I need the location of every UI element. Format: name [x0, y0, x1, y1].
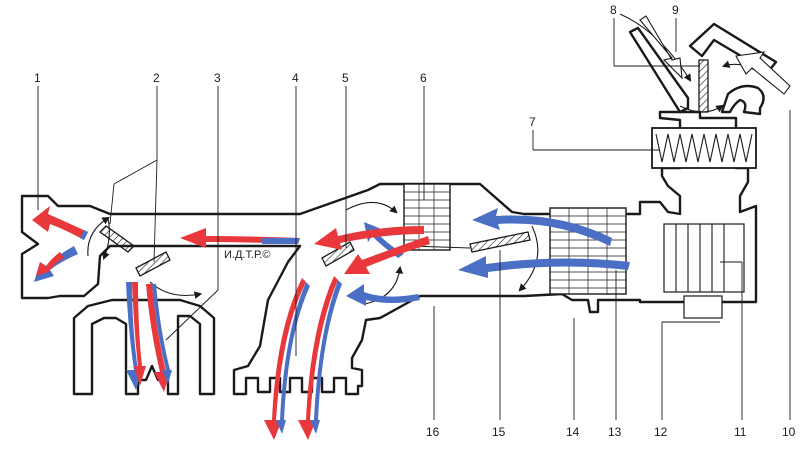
fresh-air-arrow-1	[639, 15, 683, 80]
callout-11: 11	[734, 425, 747, 439]
callout-9: 9	[672, 3, 679, 17]
recirculation-flap	[698, 59, 709, 113]
hot-air-arrow-2	[344, 236, 430, 274]
recirc-mode-damper	[469, 231, 531, 253]
callout-14: 14	[566, 425, 580, 439]
blower-motor	[663, 223, 745, 293]
face-floor-damper	[135, 251, 171, 277]
leader-lines	[37, 18, 791, 420]
callout-8: 8	[610, 3, 617, 17]
mixed-air-arrow-floor-left-2	[146, 284, 170, 392]
callout-6: 6	[420, 71, 427, 85]
cabin-filter	[651, 127, 757, 169]
callout-10: 10	[782, 425, 796, 439]
callout-4: 4	[292, 71, 299, 85]
cold-air-arrow-2	[458, 256, 630, 278]
callout-7: 7	[529, 115, 536, 129]
mixed-air-arrow-floor-center-1	[264, 278, 306, 440]
callout-13: 13	[608, 425, 622, 439]
callout-5: 5	[342, 71, 349, 85]
callout-15: 15	[492, 425, 506, 439]
callout-12: 12	[654, 425, 668, 439]
blower-housing-lip	[683, 295, 723, 319]
airflow-arrows	[32, 15, 791, 440]
callout-1: 1	[34, 71, 41, 85]
floor-outlet-left	[72, 298, 216, 396]
mixed-air-arrow-defrost-up	[32, 206, 88, 240]
watermark-text: И.Д.Т.Р.©	[224, 249, 270, 261]
fresh-air-arrow-2	[735, 51, 791, 95]
callout-16: 16	[426, 425, 440, 439]
callout-2: 2	[153, 71, 160, 85]
hot-air-arrow-1	[314, 226, 424, 250]
mixed-air-arrow-floor-center-2	[298, 276, 338, 440]
callout-numbers: 1 2 3 4 5 6 7 8 9 10 11 12 13 14 15 16	[34, 3, 796, 439]
mixed-air-arrow-floor-left-1	[126, 282, 142, 390]
callout-3: 3	[214, 71, 221, 85]
cold-air-arrow-1	[472, 208, 612, 246]
defrost-damper	[98, 225, 136, 253]
cold-air-arrow-3	[346, 284, 420, 306]
